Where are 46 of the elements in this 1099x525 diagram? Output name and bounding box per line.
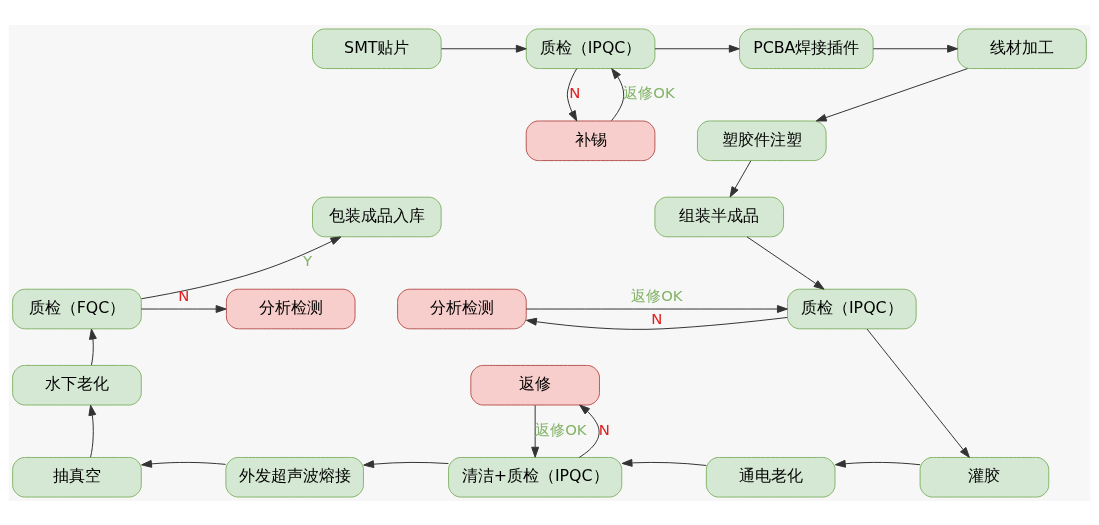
- arrow: [578, 404, 600, 458]
- edge-label: N: [569, 83, 581, 101]
- node-box: 补锡: [525, 120, 656, 161]
- arrow: [611, 67, 625, 121]
- node-box: 外发超声波熔接: [225, 456, 364, 498]
- arrow: [866, 328, 970, 458]
- node-box: 线材加工: [957, 27, 1087, 69]
- arrow: [872, 44, 959, 53]
- arrow: [834, 459, 921, 468]
- arrow: [566, 67, 578, 121]
- arrow: [140, 304, 227, 313]
- node-box: 返修: [470, 364, 600, 405]
- arrow: [88, 404, 97, 458]
- node-box: 清洁+质检（IPQC）: [448, 456, 623, 498]
- arrow: [363, 459, 449, 468]
- arrow: [531, 404, 540, 458]
- edge-label: Y: [303, 251, 313, 269]
- node-box: PCBA焊接插件: [739, 27, 874, 69]
- edge-label: N: [598, 420, 610, 438]
- edge-label: N: [651, 309, 663, 327]
- node-box: 质检（IPQC）: [787, 288, 917, 329]
- node-box: 通电老化: [705, 456, 836, 498]
- node-box: 包装成品入库: [312, 196, 442, 237]
- edge-label: 返修OK: [631, 286, 683, 304]
- arrow: [621, 458, 707, 467]
- arrow: [729, 159, 752, 197]
- node-box: 质检（FQC）: [12, 288, 142, 329]
- arrow: [525, 304, 788, 313]
- node-box: 灌胶: [919, 456, 1050, 498]
- arrow: [746, 235, 825, 290]
- node-box: 抽真空: [12, 456, 142, 498]
- arrow: [526, 316, 788, 330]
- node-box: 塑胶件注塑: [696, 120, 827, 161]
- node-box: 质检（IPQC）: [525, 27, 656, 69]
- edge-label: N: [178, 286, 190, 304]
- arrow: [441, 44, 527, 53]
- node-box: 水下老化: [12, 364, 142, 405]
- arrow: [89, 328, 97, 366]
- arrow: [815, 67, 968, 121]
- node-box: 分析检测: [397, 288, 527, 329]
- node-box: 组装半成品: [654, 196, 785, 237]
- arrow: [654, 44, 740, 53]
- arrow: [141, 459, 227, 468]
- arrow: [141, 235, 342, 299]
- node-box: SMT贴片: [312, 27, 442, 69]
- node-box: 分析检测: [225, 288, 356, 329]
